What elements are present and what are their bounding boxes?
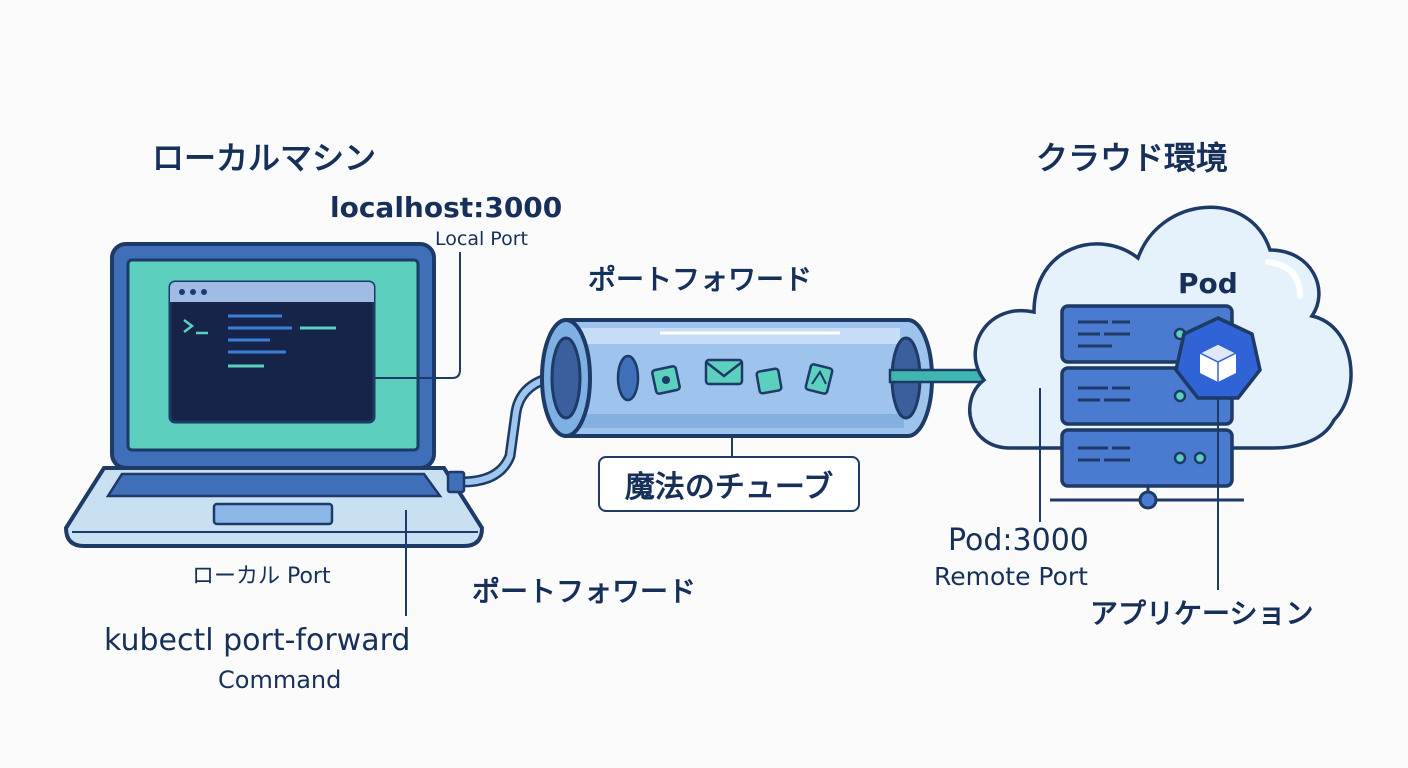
local-port-label: ローカル Port: [192, 564, 331, 589]
mail-icon: [704, 358, 744, 386]
magic-tube-tag: 魔法のチューブ: [598, 456, 860, 512]
remote-port-label: Pod:3000: [948, 523, 1089, 558]
remote-port-sublabel: Remote Port: [934, 562, 1088, 591]
document-icon: [804, 363, 834, 395]
leader-lines-cloud: [1039, 388, 1219, 590]
laptop-icon: [63, 242, 485, 548]
terminal-prompt-icon: [183, 319, 208, 335]
tunnel-title: ポートフォワード: [588, 263, 813, 296]
local-port-sublabel: Local Port: [435, 228, 528, 250]
local-machine-title: ローカルマシン: [152, 139, 377, 177]
cloud-title: クラウド環境: [1036, 139, 1229, 177]
command-label: kubectl port-forward: [104, 623, 411, 658]
terminal-window: [168, 280, 376, 424]
port-forward-label: ポートフォワード: [472, 575, 697, 608]
file-icon: [651, 365, 681, 395]
pod-label: Pod: [1178, 267, 1238, 300]
magic-tube-icon: [540, 318, 934, 438]
localhost-port-label: localhost:3000: [330, 191, 563, 224]
command-sublabel: Command: [218, 666, 342, 694]
leader-lines-local: [374, 252, 461, 616]
kubernetes-pod-icon: [1174, 316, 1262, 400]
application-label: アプリケーション: [1090, 597, 1314, 630]
cube-icon: [755, 367, 783, 395]
